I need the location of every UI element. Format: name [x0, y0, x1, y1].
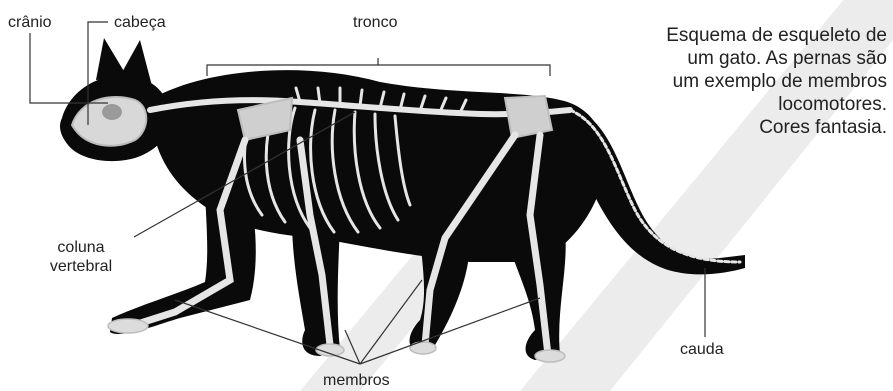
label-cabeca: cabeça	[114, 13, 166, 32]
caption-line-3: um exemplo de membros	[587, 70, 887, 93]
label-cranio: crânio	[8, 13, 52, 32]
label-cauda: cauda	[680, 340, 724, 359]
label-tronco: tronco	[353, 13, 397, 32]
caption-line-5: Cores fantasia.	[587, 116, 887, 139]
label-coluna-vertebral: coluna vertebral	[36, 238, 126, 276]
figure-caption: Esquema de esqueleto de um gato. As pern…	[587, 24, 887, 139]
caption-line-1: Esquema de esqueleto de	[587, 24, 887, 47]
caption-line-4: locomotores.	[587, 93, 887, 116]
caption-line-2: um gato. As pernas são	[587, 47, 887, 70]
label-coluna-line2: vertebral	[36, 257, 126, 276]
label-membros: membros	[323, 371, 390, 390]
label-coluna-line1: coluna	[36, 238, 126, 257]
